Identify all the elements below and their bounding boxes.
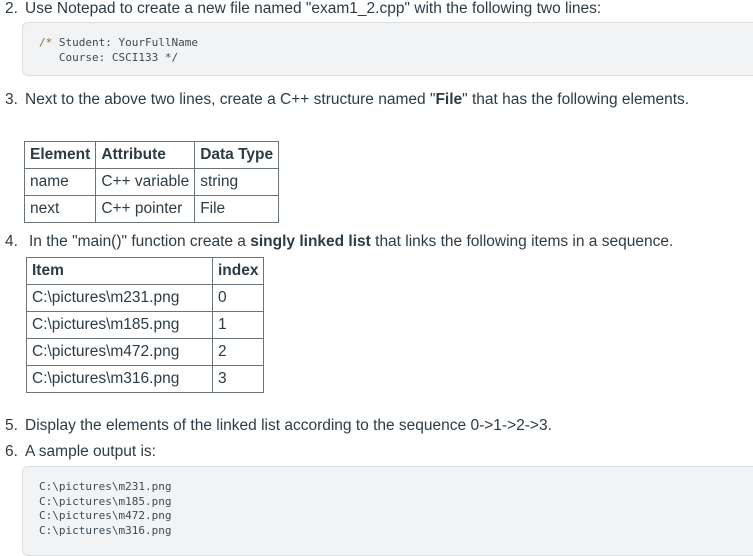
comment-open-token: /* xyxy=(39,36,53,49)
code-line-1-rest: Student: YourFullName xyxy=(52,36,198,49)
list-item-4-segment-2: that links the following items in a sequ… xyxy=(370,233,674,250)
code-block-sample-output: C:\pictures\m231.png C:\pictures\m185.pn… xyxy=(22,466,753,556)
list-item-2-marker: 2. xyxy=(5,0,18,17)
table-cell-index: 1 xyxy=(211,311,265,339)
code-line-2: Course: CSCI133 */ xyxy=(39,50,179,64)
list-item-4: 4. In the "main()" function create a sin… xyxy=(5,231,750,252)
code-block-sample-output-content: C:\pictures\m231.png C:\pictures\m185.pn… xyxy=(23,467,753,551)
table-cell-element: next xyxy=(23,195,97,223)
table-header-data-type: Data Type xyxy=(194,141,280,169)
list-item-4-segment-0: In the "main()" function create a xyxy=(29,233,251,250)
list-item-4-segment-1: singly linked list xyxy=(250,233,371,250)
output-line-2: C:\pictures\m185.png xyxy=(39,494,172,508)
list-item-3-marker: 3. xyxy=(5,91,18,108)
code-block-file-header: /* Student: YourFullName Course: CSCI133… xyxy=(22,22,753,76)
output-line-3: C:\pictures\m472.png xyxy=(39,509,172,523)
list-item-3-segment-2: " that has the following elements. xyxy=(462,91,690,108)
list-item-5-text: Display the elements of the linked list … xyxy=(25,415,745,436)
table-row: C:\pictures\m472.png 2 xyxy=(26,338,265,366)
table-cell-index: 2 xyxy=(211,338,265,366)
list-item-2: 2. Use Notepad to create a new file name… xyxy=(5,0,745,19)
list-item-4-marker: 4. xyxy=(5,233,18,250)
list-item-3: 3. Next to the above two lines, create a… xyxy=(5,89,705,110)
table-cell-item: C:\pictures\m316.png xyxy=(26,365,213,393)
list-item-3-text: Next to the above two lines, create a C+… xyxy=(25,89,705,110)
table-row: C:\pictures\m185.png 1 xyxy=(26,311,265,339)
table-cell-index: 0 xyxy=(211,284,265,312)
table-cell-item: C:\pictures\m472.png xyxy=(26,338,213,366)
list-item-6-text: A sample output is: xyxy=(25,441,745,462)
list-item-4-text: In the "main()" function create a singly… xyxy=(29,231,750,252)
table-cell-data-type: File xyxy=(194,195,280,223)
table-cell-item: C:\pictures\m231.png xyxy=(26,284,213,312)
table-cell-attribute: C++ pointer xyxy=(95,195,196,223)
list-item-5: 5. Display the elements of the linked li… xyxy=(5,415,745,436)
table-header-index: index xyxy=(211,257,265,285)
list-item-6-segment-0: A sample output is: xyxy=(25,443,156,460)
list-item-5-marker: 5. xyxy=(5,417,18,434)
table-cell-data-type: string xyxy=(194,168,280,196)
list-item-3-segment-0: Next to the above two lines, create a C+… xyxy=(25,91,436,108)
table-cell-item: C:\pictures\m185.png xyxy=(26,311,213,339)
list-item-2-text: Use Notepad to create a new file named "… xyxy=(25,0,745,19)
table-header-item: Item xyxy=(26,257,213,285)
table-row: C:\pictures\m231.png 0 xyxy=(26,284,265,312)
list-item-6-marker: 6. xyxy=(5,443,18,460)
table-row: C:\pictures\m316.png 3 xyxy=(26,365,265,393)
list-item-6: 6. A sample output is: xyxy=(5,441,745,462)
table-cell-index: 3 xyxy=(211,365,265,393)
table-row: name C++ variable string xyxy=(23,168,280,196)
linked-list-items-table: Item index C:\pictures\m231.png 0 C:\pic… xyxy=(26,257,265,393)
table-cell-element: name xyxy=(23,168,97,196)
table-row: next C++ pointer File xyxy=(23,195,280,223)
struct-elements-table: Element Attribute Data Type name C++ var… xyxy=(23,141,280,223)
table-header-row: Item index xyxy=(26,257,265,285)
output-line-1: C:\pictures\m231.png xyxy=(39,480,172,493)
list-item-2-segment-0: Use Notepad to create a new file named "… xyxy=(25,0,602,17)
table-header-element: Element xyxy=(23,141,97,169)
list-item-3-segment-1: File xyxy=(435,91,463,108)
list-item-5-segment-0: Display the elements of the linked list … xyxy=(25,417,552,434)
table-header-attribute: Attribute xyxy=(95,141,196,169)
code-block-file-header-content: /* Student: YourFullName Course: CSCI133… xyxy=(23,23,753,75)
output-line-4: C:\pictures\m316.png xyxy=(39,523,172,537)
table-header-row: Element Attribute Data Type xyxy=(23,141,280,169)
table-cell-attribute: C++ variable xyxy=(95,168,196,196)
